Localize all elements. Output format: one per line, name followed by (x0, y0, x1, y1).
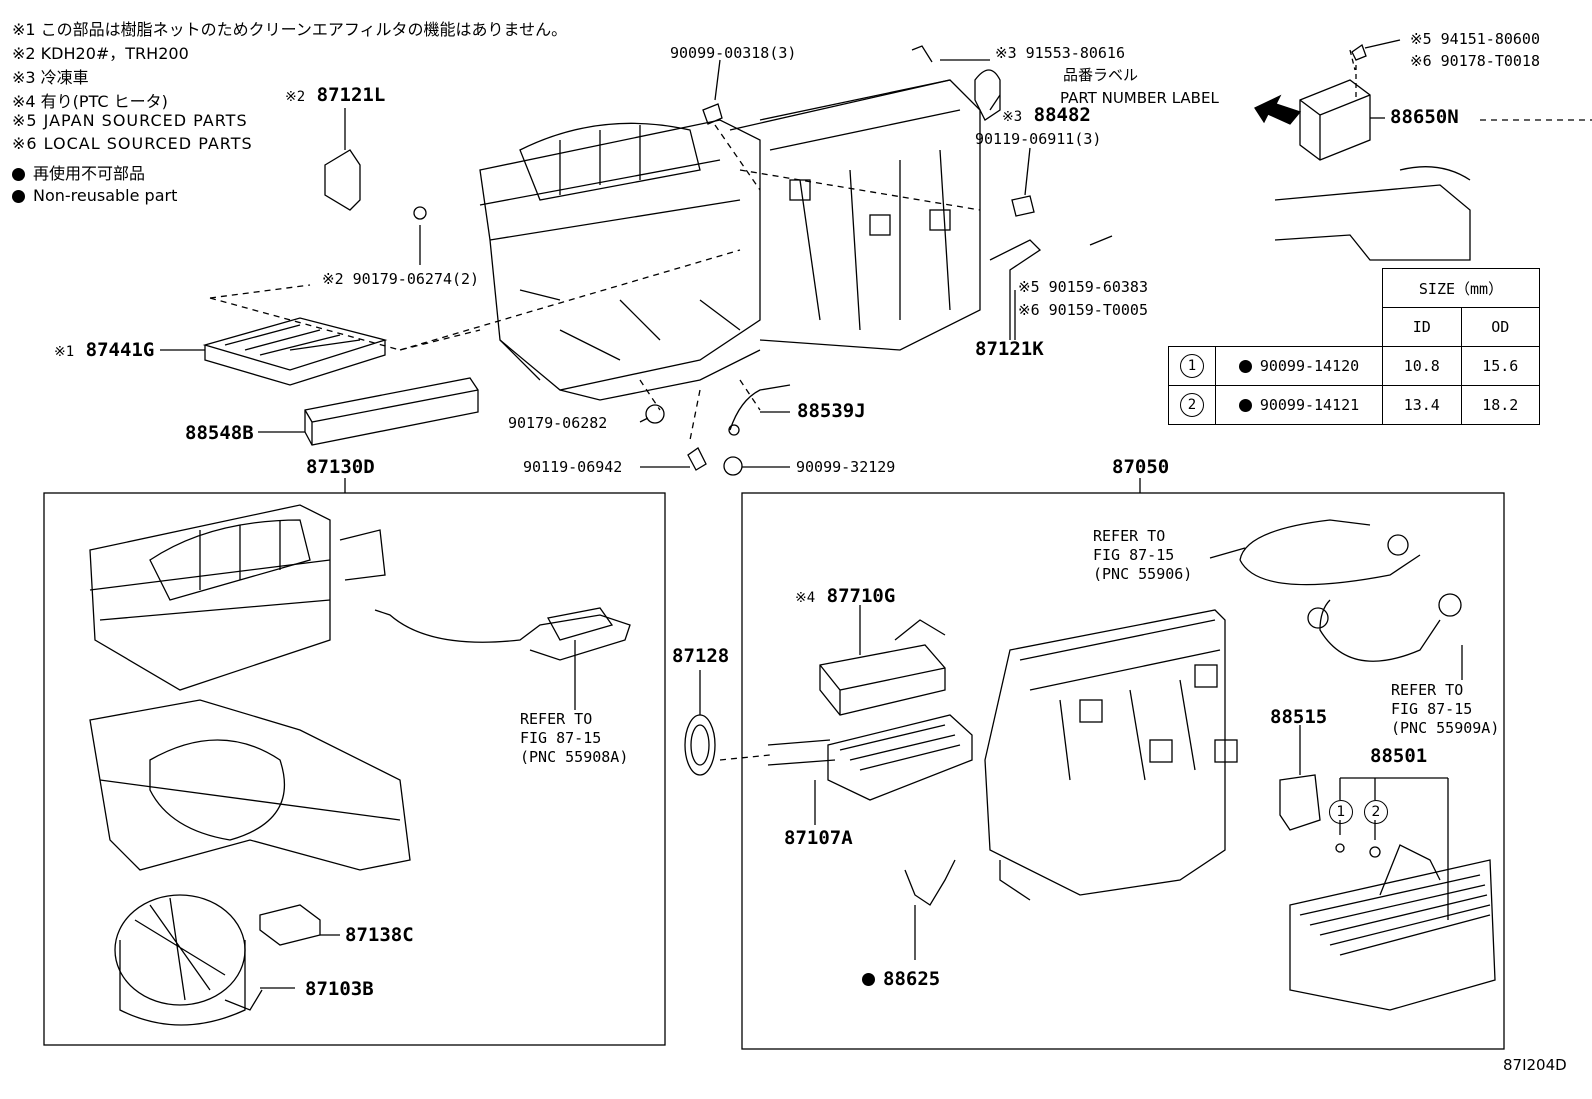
refer-pnc-55908A: REFER TO FIG 87-15 (PNC 55908A) (520, 710, 629, 766)
bracket-87121L-drawing (324, 149, 427, 220)
note-6: ※6 LOCAL SOURCED PARTS (12, 134, 253, 153)
label-87138C: 87138C (345, 924, 414, 946)
label-88625: 88625 (862, 968, 940, 990)
bullet-dot-icon (12, 168, 25, 181)
label-88539J: 88539J (797, 400, 866, 422)
size-table-part: 90099-14120 (1259, 357, 1360, 375)
non-reusable-dot-icon (1238, 399, 1252, 412)
label-90159-T0005: ※6 90159-T0005 (1018, 301, 1148, 319)
label-90179-06274: ※2 90179-06274(2) (322, 270, 480, 288)
label-88515: 88515 (1270, 706, 1328, 728)
size-table-od: 15.6 (1460, 346, 1540, 386)
label-hinban: 品番ラベル (1063, 66, 1139, 84)
size-table-id: 10.8 (1382, 346, 1462, 386)
label-88650N: 88650N (1390, 106, 1459, 128)
note-7: 再使用不可部品 (12, 160, 145, 184)
label-87103B: 87103B (305, 978, 374, 1000)
size-table-title: SIZE（mm） (1382, 268, 1540, 308)
label-87107A: 87107A (784, 827, 853, 849)
bullet-dot-icon (12, 190, 25, 203)
blower-assembly-87130D-drawing (89, 504, 631, 1026)
label-90099-00318: 90099-00318(3) (670, 44, 797, 62)
note-8: Non-reusable part (12, 186, 177, 205)
size-table-col-id: ID (1382, 307, 1462, 347)
size-table-col-od: OD (1460, 307, 1540, 347)
bracket-87121K-drawing (989, 239, 1042, 340)
label-90179-06282: 90179-06282 (508, 414, 608, 432)
label-88482: ※3 88482 (1002, 104, 1091, 126)
note-5: ※5 JAPAN SOURCED PARTS (12, 111, 248, 130)
non-reusable-dot-icon (862, 973, 875, 986)
ring-1-badge: 1 (1329, 800, 1353, 824)
label-87128: 87128 (672, 645, 730, 667)
ring-2-badge: 2 (1364, 800, 1388, 824)
label-90119-06942: 90119-06942 (523, 458, 623, 476)
figure-code: 87I204D (1503, 1056, 1567, 1074)
fasteners-drawing (645, 45, 1113, 476)
leader-solid-lines (160, 39, 1463, 989)
heater-unit-assembly-drawing (479, 79, 981, 401)
heater-case-87050-drawing (547, 519, 1496, 1011)
label-part-number-label: PART NUMBER LABEL (1060, 89, 1219, 107)
filter-87441G-drawing (202, 317, 388, 386)
label-90159-60383: ※5 90159-60383 (1018, 278, 1148, 296)
label-90099-32129: 90099-32129 (796, 458, 896, 476)
label-87121L: ※2 87121L (285, 84, 386, 106)
size-table-od: 18.2 (1460, 385, 1540, 425)
subassy-87050-frame (741, 492, 1505, 1050)
label-87130D: 87130D (306, 456, 375, 478)
size-table-part: 90099-14121 (1259, 396, 1360, 414)
non-reusable-dot-icon (1238, 360, 1252, 373)
label-87050: 87050 (1112, 456, 1170, 478)
note-2: ※2 KDH20#，TRH200 (12, 44, 189, 63)
note-3: ※3 冷凍車 (12, 68, 89, 87)
label-90119-06911: 90119-06911(3) (975, 130, 1102, 148)
row-index-badge: 2 (1180, 393, 1204, 417)
label-90178-T0018: ※6 90178-T0018 (1410, 52, 1540, 70)
note-1: ※1 この部品は樹脂ネットのためクリーンエアフィルタの機能はありません。 (12, 20, 568, 39)
leader-dashed-lines (209, 119, 1592, 761)
label-87710G: ※4 87710G (795, 585, 896, 607)
size-table-id: 13.4 (1382, 385, 1462, 425)
label-87441G: ※1 87441G (54, 339, 155, 361)
note-4: ※4 有り(PTC ヒータ) (12, 92, 168, 111)
size-table: SIZE（mm） ID OD 1 90099-14120 10.8 15.6 2… (1168, 268, 1540, 425)
row-index-badge: 1 (1180, 354, 1204, 378)
size-table-row: 2 90099-14121 13.4 18.2 (1168, 385, 1540, 425)
label-94151-80600: ※5 94151-80600 (1410, 30, 1540, 48)
label-88501: 88501 (1370, 745, 1428, 767)
refer-pnc-55906: REFER TO FIG 87-15 (PNC 55906) (1093, 527, 1193, 583)
module-88650N-drawing (1274, 43, 1471, 261)
part-88548B-drawing (304, 377, 479, 446)
size-table-row: 1 90099-14120 10.8 15.6 (1168, 346, 1540, 386)
subassy-87130D-frame (43, 492, 666, 1046)
refer-pnc-55909A: REFER TO FIG 87-15 (PNC 55909A) (1391, 681, 1500, 737)
label-91553-80616: ※3 91553-80616 (995, 44, 1125, 62)
part-88482-drawing (974, 69, 1001, 121)
label-88548B: 88548B (185, 422, 254, 444)
arrow-icon (1254, 94, 1302, 125)
label-87121K: 87121K (975, 338, 1044, 360)
